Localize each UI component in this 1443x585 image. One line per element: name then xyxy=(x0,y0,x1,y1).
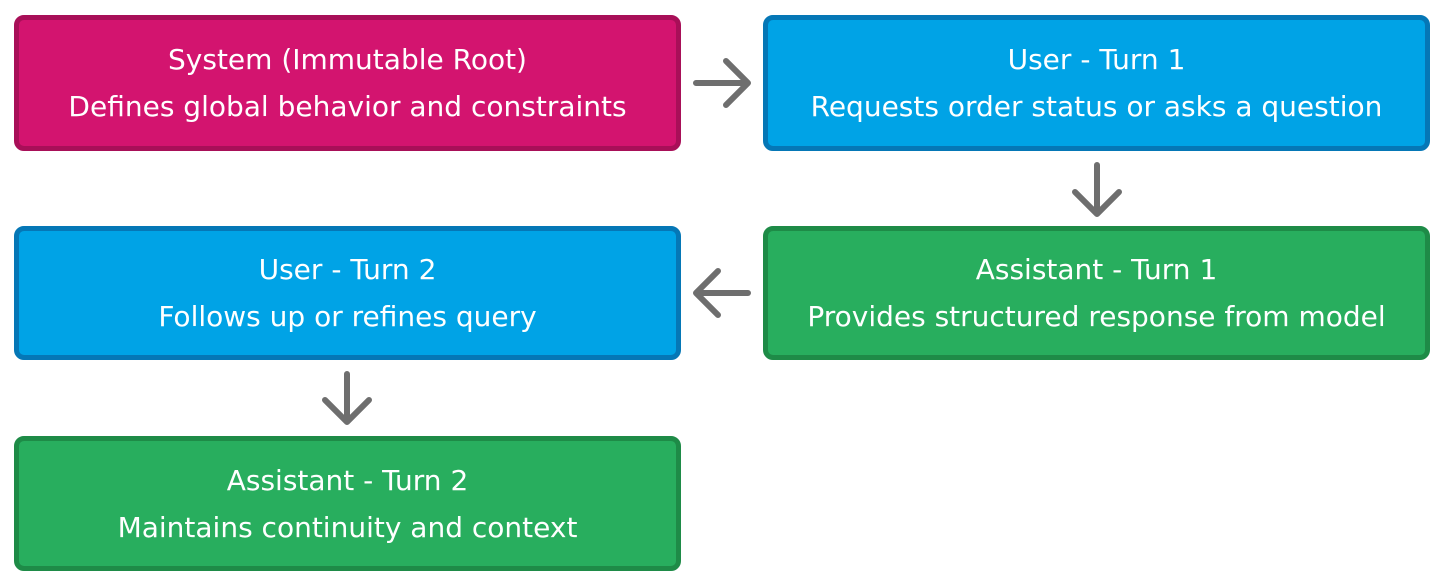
node-assistant-turn-1: Assistant - Turn 1 Provides structured r… xyxy=(763,226,1430,360)
node-assistant-turn-2-desc: Maintains continuity and context xyxy=(117,510,578,544)
node-system-title: System (Immutable Root) xyxy=(168,43,527,76)
node-user-turn-2-desc: Follows up or refines query xyxy=(158,300,537,333)
node-user-turn-1-title: User - Turn 1 xyxy=(1007,43,1186,76)
node-system: System (Immutable Root) Defines global b… xyxy=(14,15,681,151)
node-user-turn-1: User - Turn 1 Requests order status or a… xyxy=(763,15,1430,151)
node-assistant-turn-1-title: Assistant - Turn 1 xyxy=(975,253,1218,286)
node-user-turn-2-title: User - Turn 2 xyxy=(258,253,437,286)
node-assistant-turn-2: Assistant - Turn 2 Maintains continuity … xyxy=(14,436,681,571)
node-system-desc: Defines global behavior and constraints xyxy=(68,90,627,123)
arrow-right-icon xyxy=(690,55,754,111)
arrow-down-icon xyxy=(1068,160,1126,220)
arrow-down-icon xyxy=(318,370,376,428)
node-user-turn-2: User - Turn 2 Follows up or refines quer… xyxy=(14,226,681,360)
node-user-turn-1-desc: Requests order status or asks a question xyxy=(810,90,1383,123)
node-assistant-turn-1-desc: Provides structured response from model xyxy=(807,300,1386,333)
node-assistant-turn-2-title: Assistant - Turn 2 xyxy=(226,463,469,497)
arrow-left-icon xyxy=(688,263,752,323)
